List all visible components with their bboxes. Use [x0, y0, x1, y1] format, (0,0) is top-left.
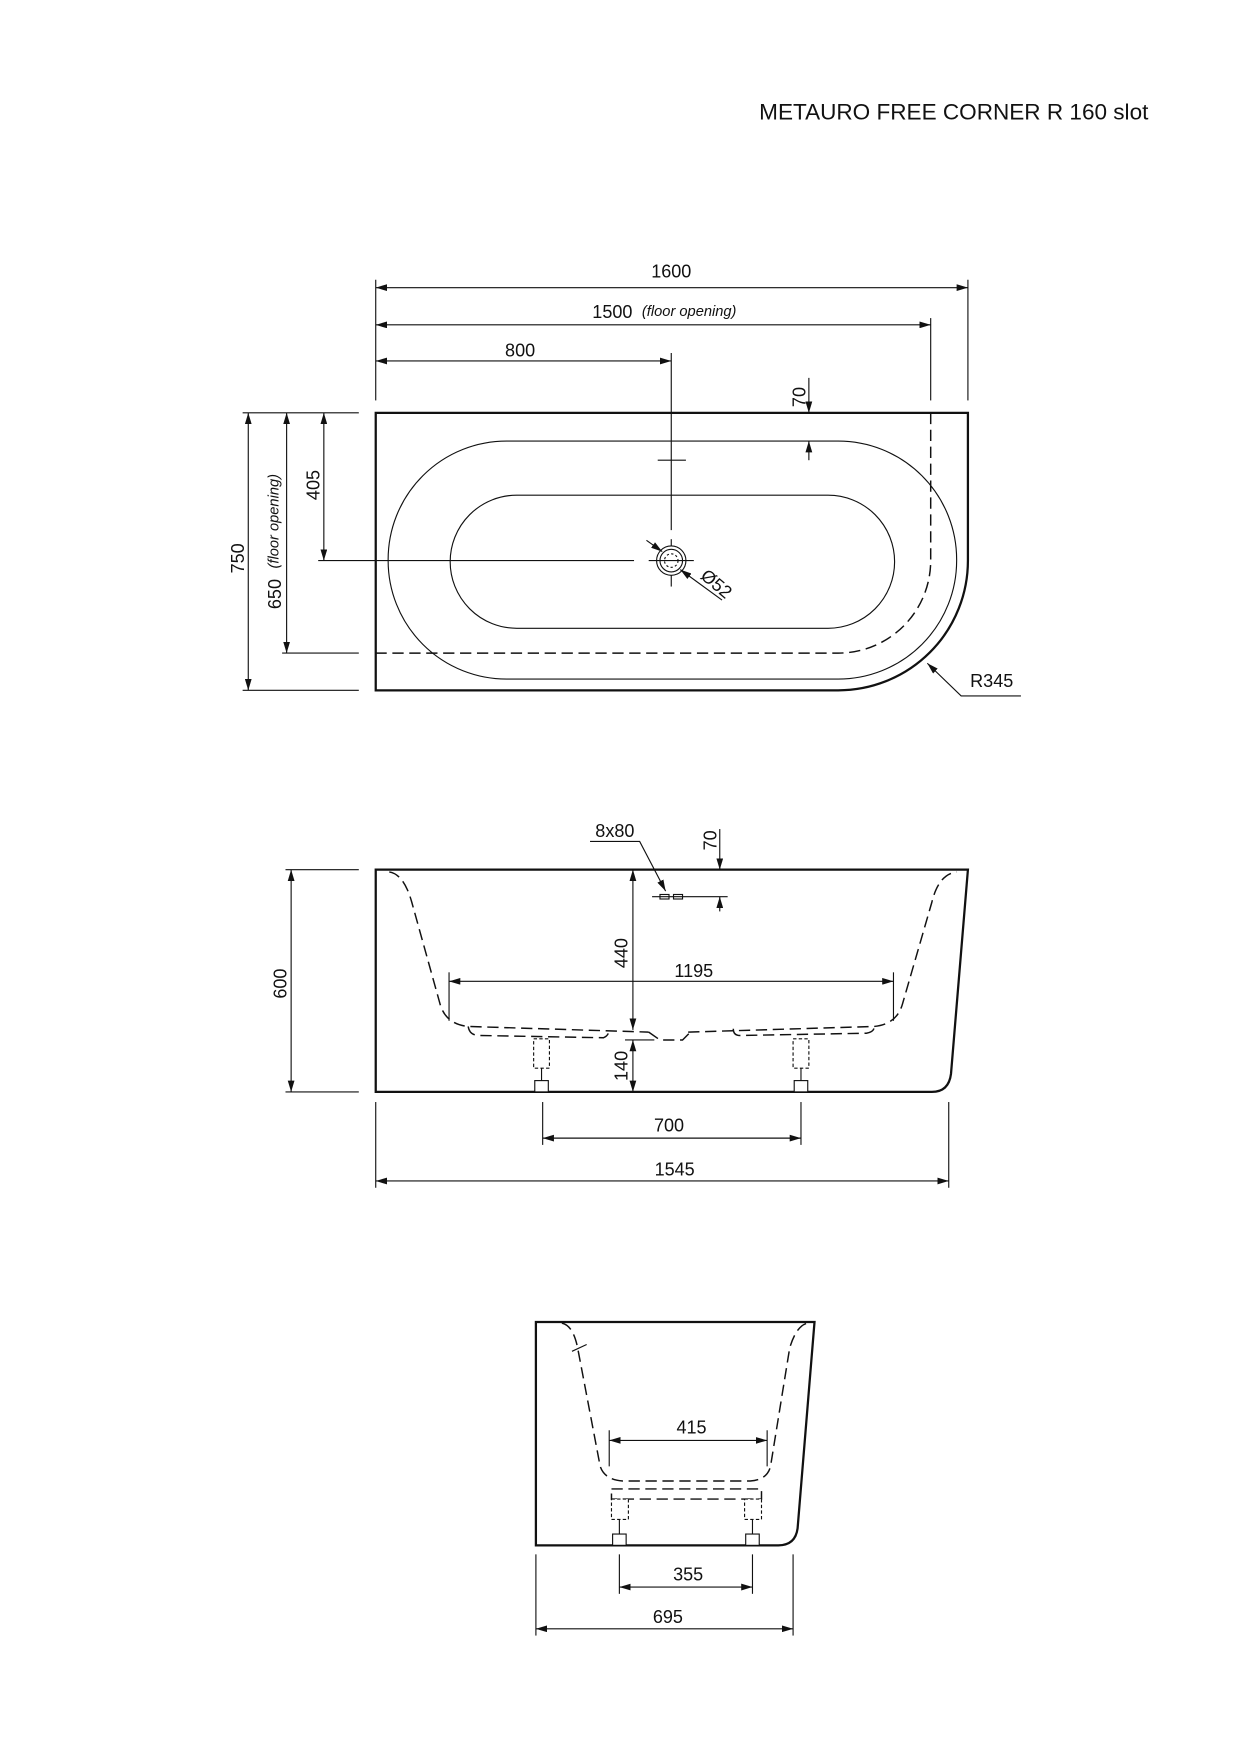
end-view: 415 355 695 — [534, 1320, 816, 1636]
drawing-title: METAURO FREE CORNER R 160 slot — [759, 100, 1149, 125]
inner-profile-end — [561, 1322, 808, 1482]
end-leg-left — [610, 1498, 629, 1546]
dim-drain-y-label: 405 — [303, 470, 323, 500]
inner-profile-side — [389, 871, 957, 1033]
overflow-slot — [652, 893, 728, 900]
slot-size-label: 8x80 — [595, 821, 634, 841]
dim-base-length-label: 1545 — [655, 1159, 695, 1179]
dim-slot-offset-label: 70 — [700, 830, 720, 850]
side-view: 8x80 70 600 440 140 1195 700 1545 — [271, 821, 970, 1188]
dim-leg-height-label: 140 — [611, 1051, 631, 1081]
floor-opening-note-vertical: (floor opening) — [267, 474, 283, 569]
dim-base-width-label: 695 — [653, 1607, 683, 1627]
dim-length-label: 1600 — [651, 261, 691, 281]
dim-drain-x-label: 800 — [505, 340, 535, 360]
end-leg-right — [744, 1498, 763, 1546]
dim-floor-length-label: 1500 — [592, 302, 632, 322]
basin-outline — [449, 494, 896, 629]
top-view: 1600 1500 (floor opening) 800 70 750 650… — [228, 261, 1021, 697]
tub-outline-top — [374, 411, 970, 692]
floor-opening-outline — [375, 412, 932, 654]
floor-opening-note: (floor opening) — [642, 304, 737, 320]
dim-inner-depth-label: 440 — [611, 938, 631, 968]
dim-drain-diameter-label: Ø52 — [697, 565, 736, 602]
leg-right — [792, 1038, 810, 1093]
dim-floor-width-label: 650 — [265, 579, 285, 609]
dim-height-label: 600 — [271, 969, 291, 999]
tub-outline-side — [374, 868, 970, 1094]
dim-end-leg-spacing-label: 355 — [673, 1564, 703, 1584]
dim-overflow-label: 70 — [789, 387, 809, 407]
leg-left — [533, 1038, 551, 1093]
dim-inner-length-label: 1195 — [674, 961, 713, 981]
dim-leg-spacing-label: 700 — [654, 1115, 684, 1135]
tub-outline-end — [534, 1320, 816, 1547]
dim-width-label: 750 — [228, 543, 248, 573]
dim-radius-label: R345 — [970, 671, 1013, 691]
dim-inner-width-label: 415 — [677, 1418, 707, 1438]
